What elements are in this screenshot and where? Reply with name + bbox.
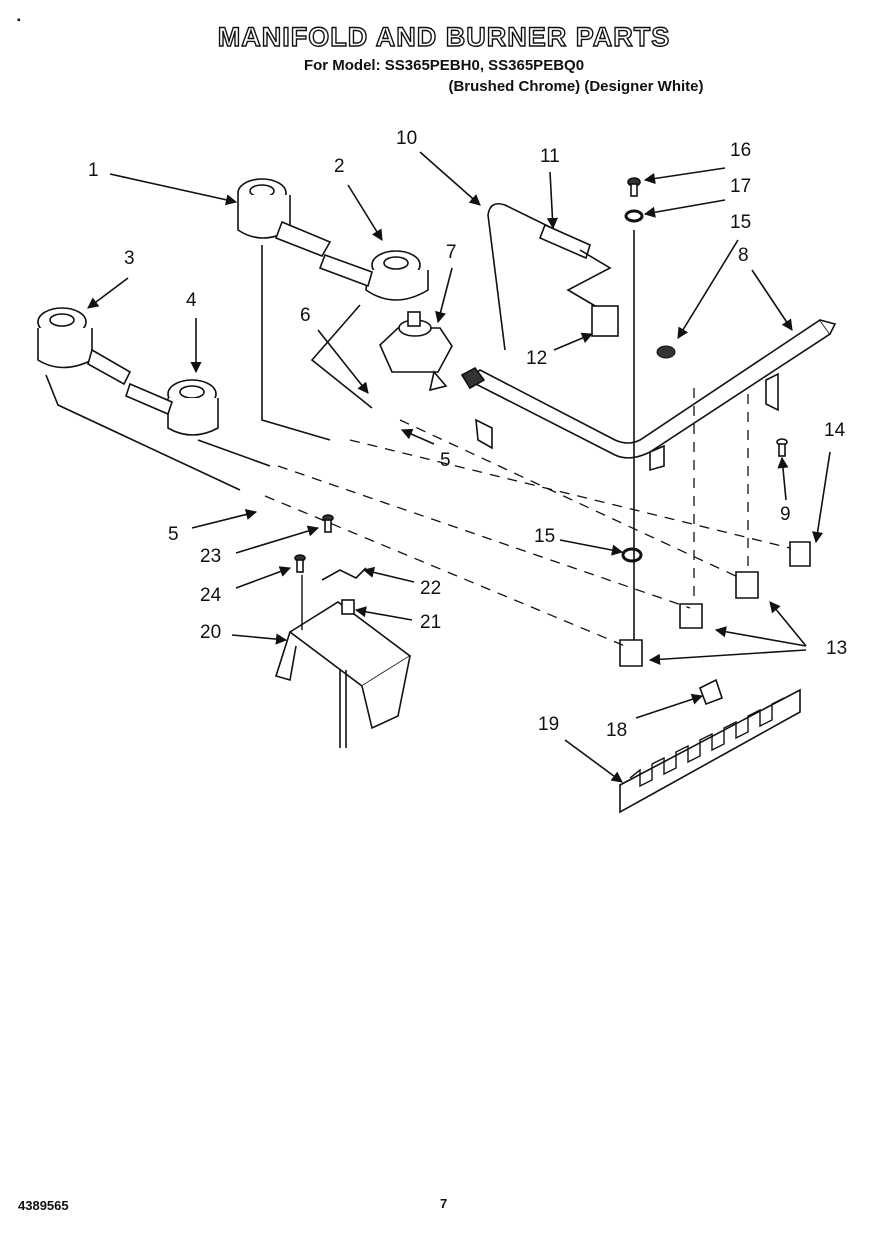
callout-22: 22 bbox=[420, 578, 442, 599]
callout-14: 14 bbox=[824, 420, 846, 441]
variant-line: (Brushed Chrome) (Designer White) bbox=[448, 78, 704, 95]
leader-arrows bbox=[87, 151, 831, 783]
corner-mark: ▪ bbox=[17, 15, 21, 26]
callout-9: 9 bbox=[780, 504, 791, 525]
callout-19: 19 bbox=[538, 714, 560, 735]
model-line: For Model: SS365PEBH0, SS365PEBQ0 bbox=[303, 57, 585, 74]
burner-1 bbox=[237, 178, 332, 441]
manifold-pipe bbox=[460, 318, 837, 472]
bushing-18 bbox=[698, 678, 724, 706]
igniter-clips bbox=[619, 541, 811, 667]
callout-11: 11 bbox=[540, 146, 560, 167]
footer-page-number: 7 bbox=[440, 1196, 448, 1211]
bracket-20 bbox=[274, 601, 412, 748]
screw-9 bbox=[776, 438, 788, 457]
callout-8: 8 bbox=[738, 245, 749, 266]
screw-24 bbox=[294, 554, 306, 573]
gasket-15-upper bbox=[656, 345, 676, 359]
callout-21: 21 bbox=[420, 612, 442, 633]
washer-17 bbox=[624, 209, 644, 223]
callout-4: 4 bbox=[186, 290, 197, 311]
connector-21 bbox=[341, 599, 355, 615]
footer-part-number: 4389565 bbox=[18, 1198, 69, 1213]
gasket-15-lower bbox=[621, 547, 643, 563]
burner-tube-10 bbox=[487, 202, 619, 351]
callout-20: 20 bbox=[200, 622, 222, 643]
page-title: MANIFOLD AND BURNER PARTS bbox=[217, 21, 671, 52]
burner-4 bbox=[125, 379, 271, 467]
burner-3 bbox=[37, 307, 241, 491]
shield-teeth bbox=[629, 697, 785, 788]
callout-13: 13 bbox=[826, 638, 848, 659]
callout-23: 23 bbox=[200, 546, 222, 567]
burner-shield-19 bbox=[619, 688, 801, 814]
callout-3: 3 bbox=[124, 248, 135, 269]
valve-7 bbox=[379, 311, 453, 392]
callout-2: 2 bbox=[334, 156, 345, 177]
leader-dashes bbox=[264, 388, 791, 647]
callout-17: 17 bbox=[730, 176, 752, 197]
callout-18: 18 bbox=[606, 720, 628, 741]
callout-1: 1 bbox=[88, 160, 99, 181]
callout-10: 10 bbox=[396, 128, 418, 149]
callout-5-lower: 5 bbox=[168, 524, 179, 545]
callout-15-upper: 15 bbox=[730, 212, 752, 233]
screw-23 bbox=[322, 514, 334, 533]
callout-16: 16 bbox=[730, 140, 752, 161]
clip-22 bbox=[321, 567, 367, 581]
callout-5-upper: 5 bbox=[440, 450, 451, 471]
callout-12: 12 bbox=[526, 348, 548, 369]
callout-6: 6 bbox=[300, 305, 311, 326]
screw-16 bbox=[627, 177, 641, 197]
callout-24: 24 bbox=[200, 585, 222, 606]
burner-2 bbox=[310, 250, 429, 409]
callout-7: 7 bbox=[446, 242, 457, 263]
callout-15-lower: 15 bbox=[534, 526, 556, 547]
